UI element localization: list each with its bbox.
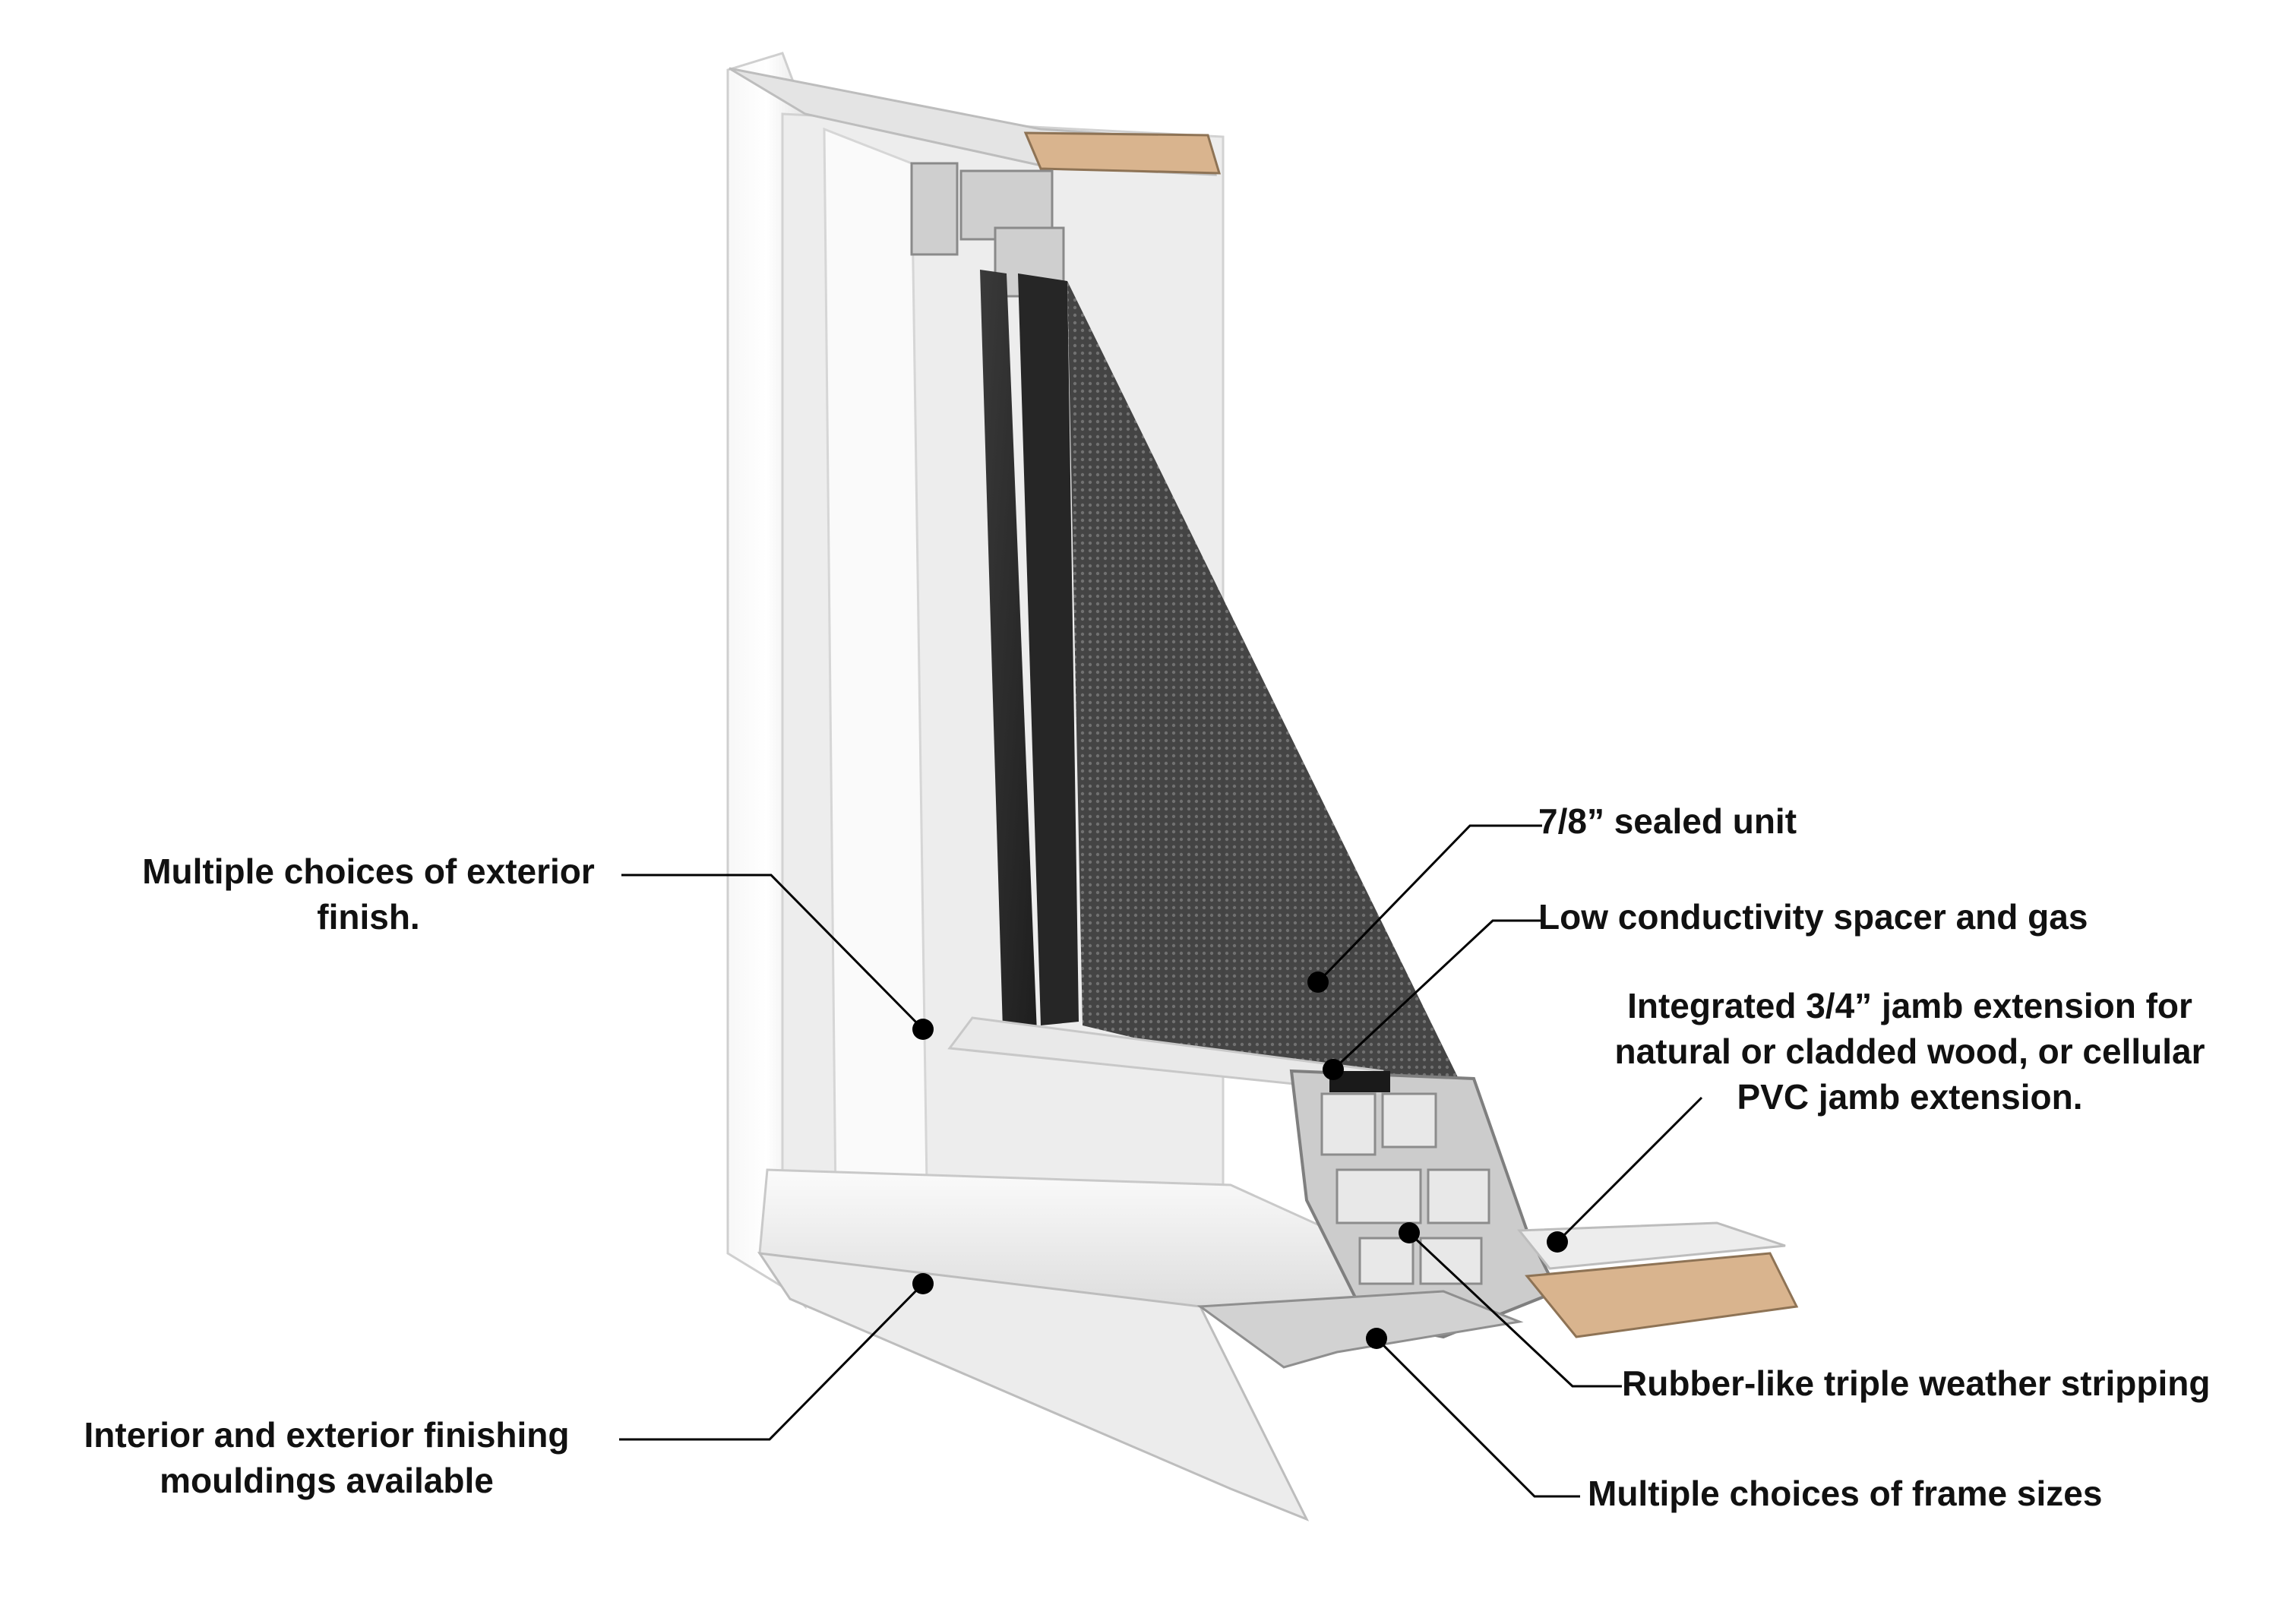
inner-frame [823,127,928,1202]
jamb-extension-panel [1516,1221,1786,1270]
frame-lower-extension [1196,1290,1524,1369]
dot-exterior-finish [912,1019,934,1040]
label-exterior-finish-line1: Multiple choices of exterior [142,851,595,891]
dot-spacer-gas [1323,1059,1344,1080]
head-wood-extension [1023,131,1222,175]
callout-dots [912,972,1568,1349]
frame-cross-section [1289,1069,1560,1339]
leader-sealed-unit [1317,824,1542,984]
leader-lines [619,824,1703,1498]
exterior-moulding [757,1252,1310,1521]
label-spacer-gas: Low conductivity spacer and gas [1538,897,2088,937]
dot-frame-sizes [1366,1328,1387,1349]
label-finishing-mouldings-line2: mouldings available [160,1461,494,1500]
sash-top-profile [910,162,1065,298]
label-weather-stripping: Rubber-like triple weather stripping [1622,1363,2210,1403]
window-illustration [726,52,1799,1521]
label-finishing-mouldings-line1: Interior and exterior finishing [84,1415,570,1455]
glass-pane-inner [1018,273,1079,1025]
dot-weather-stripping [1399,1222,1420,1243]
dot-finishing-mouldings [912,1273,934,1294]
label-jamb-extension-line3: PVC jamb extension. [1737,1077,2082,1117]
label-jamb-extension-line1: Integrated 3/4” jamb extension for [1627,986,2192,1025]
dot-jamb-extension [1547,1231,1568,1253]
leader-finishing-mouldings [619,1282,925,1441]
dot-sealed-unit [1307,972,1329,993]
label-frame-sizes: Multiple choices of frame sizes [1588,1474,2102,1513]
label-exterior-finish-line2: finish. [317,897,419,937]
leader-exterior-finish [621,874,925,1031]
label-sealed-unit: 7/8” sealed unit [1538,801,1797,841]
glass-pane-outer [980,270,1037,1033]
leader-spacer-gas [1332,919,1542,1071]
wood-jamb-extension [1525,1252,1799,1338]
leader-weather-stripping [1408,1231,1622,1388]
leader-jamb-extension [1556,1096,1703,1243]
label-jamb-extension-line2: natural or cladded wood, or cellular [1614,1032,2205,1071]
insect-screen [1067,281,1459,1086]
leader-frame-sizes [1375,1337,1580,1498]
